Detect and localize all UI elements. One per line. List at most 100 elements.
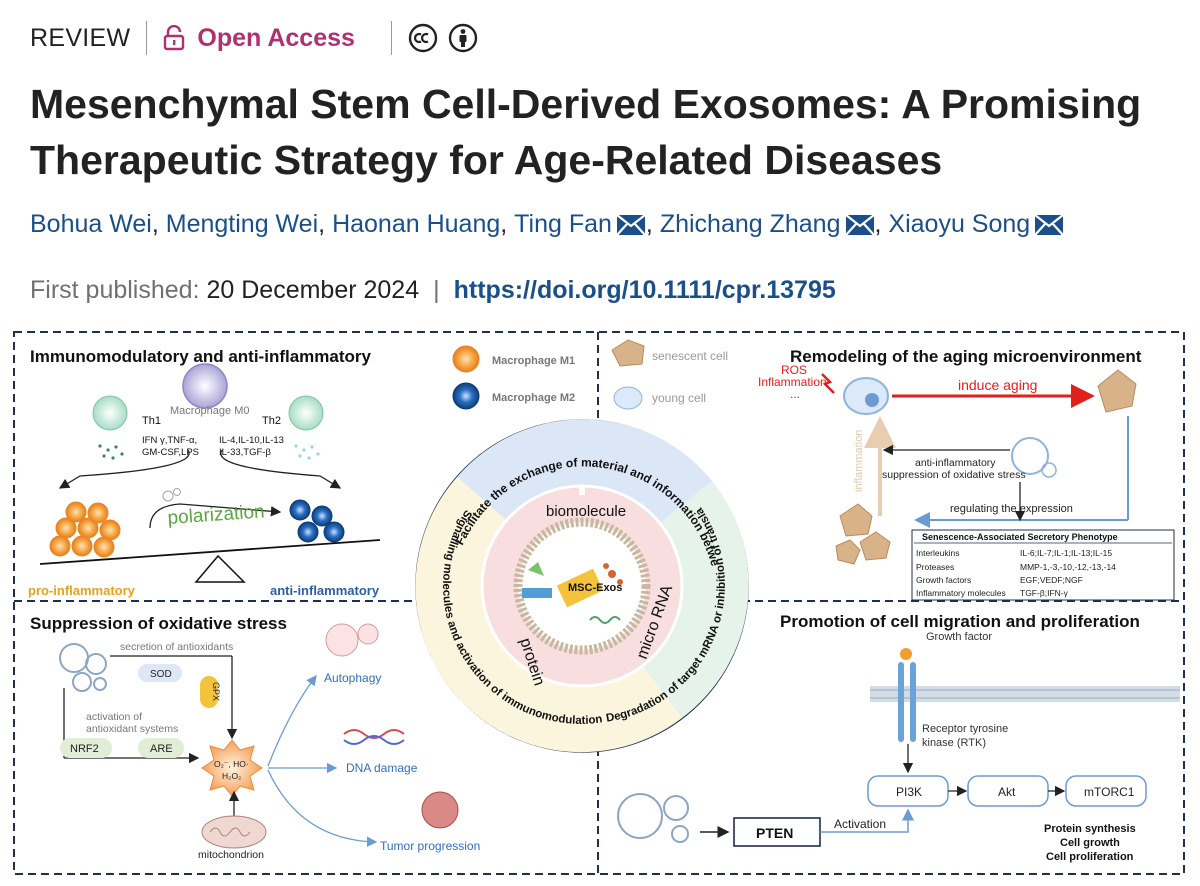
- senescent-cell-icon: [611, 339, 645, 367]
- cell-membrane: [870, 686, 1180, 702]
- sasp-table: [911, 529, 1175, 601]
- autophagy-label: Autophagy: [324, 671, 381, 685]
- lightning-icon: [821, 373, 835, 394]
- th2-label: Th2: [262, 415, 281, 427]
- article-title: Mesenchymal Stem Cell-Derived Exosomes: …: [30, 81, 1142, 183]
- ellipsis-label: ...: [790, 387, 800, 401]
- senescent-cell-cluster: [835, 503, 891, 565]
- exosome-icon: [1011, 437, 1049, 475]
- oxidative-label: suppression of oxidative stress: [882, 469, 1026, 481]
- th2-cytokines-2: IL-33,TGF-β: [219, 447, 271, 458]
- doi-link[interactable]: https://doi.org/10.1111/cpr.13795: [453, 276, 836, 304]
- ros-label: ROS: [781, 363, 807, 377]
- open-access-link[interactable]: Open Access: [197, 23, 355, 52]
- pten-box: [733, 817, 821, 847]
- induce-aging-label: induce aging: [958, 377, 1037, 393]
- sasp-key: Inflammatory molecules: [916, 588, 1006, 598]
- mitochondrion-icon: [201, 815, 267, 849]
- author-link[interactable]: Mengting Wei: [165, 210, 319, 238]
- activation-label: Activation: [834, 817, 886, 831]
- senescent-legend-label: senescent cell: [652, 349, 728, 363]
- m0-label: Macrophage M0: [170, 405, 250, 417]
- exosome-cluster-icon: [59, 643, 107, 692]
- m2-legend-icon: [452, 382, 480, 410]
- author-link[interactable]: Bohua Wei: [30, 210, 152, 238]
- oxidative-title: Suppression of oxidative stress: [30, 614, 287, 633]
- graphical-abstract: Immunomodulatory and anti-inflammatory M…: [0, 320, 1200, 886]
- outcome-1: Protein synthesis: [1044, 823, 1136, 835]
- mtorc1-box: [1065, 775, 1147, 807]
- article-header: REVIEW Open Access Mesenchymal Stem Cell…: [0, 0, 1200, 320]
- dna-icon: [343, 729, 405, 739]
- exosome-cluster-icon-2: [617, 793, 689, 843]
- oxidative-panel: Suppression of oxidative stress secretio…: [30, 614, 480, 861]
- anti-inflammatory-label-2: anti-inflammatory: [915, 457, 996, 469]
- gpx-pill: [200, 676, 218, 708]
- email-icon[interactable]: [844, 213, 875, 236]
- macrophage-m2-cluster: [289, 499, 345, 543]
- ros-species-2: H₂O₂: [222, 771, 241, 781]
- sasp-title: Senescence-Associated Secretory Phenotyp…: [922, 532, 1118, 542]
- sasp-key: Proteases: [916, 562, 954, 572]
- migration-panel: Promotion of cell migration and prolifer…: [617, 612, 1180, 863]
- gpx-label: GPX: [211, 682, 221, 701]
- inflammation-axis-label: inflammation: [853, 430, 865, 492]
- young-legend-label: young cell: [652, 391, 706, 405]
- sod-label: SOD: [150, 669, 172, 680]
- author-link[interactable]: Xiaoyu Song: [888, 210, 1031, 238]
- rtk-receptor-icon: [898, 662, 904, 742]
- m1-legend-icon: [452, 345, 480, 373]
- creative-commons-icon[interactable]: [408, 23, 438, 53]
- attribution-icon[interactable]: [448, 23, 478, 53]
- pten-label: PTEN: [756, 825, 793, 841]
- published-date: 20 December 2024: [206, 276, 420, 304]
- email-icon[interactable]: [616, 213, 646, 236]
- immuno-panel: Immunomodulatory and anti-inflammatory M…: [28, 347, 381, 598]
- migration-title: Promotion of cell migration and prolifer…: [780, 612, 1140, 631]
- divider: [146, 21, 148, 55]
- author-link[interactable]: Haonan Huang: [332, 210, 501, 238]
- mitochondrion-label: mitochondrion: [198, 849, 264, 861]
- th2-cytokines-1: IL-4,IL-10,IL-13: [219, 435, 284, 446]
- th1-cytokines-1: IFN γ,TNF-α,: [142, 435, 197, 446]
- tumor-icon: [421, 791, 459, 829]
- author-link[interactable]: Ting Fan: [514, 210, 612, 238]
- activation-label-1: activation of: [86, 711, 142, 723]
- aging-title: Remodeling of the aging microenvironment: [790, 347, 1142, 366]
- email-icon[interactable]: [1034, 213, 1065, 236]
- are-pill: [138, 738, 184, 758]
- article-type: REVIEW: [30, 23, 131, 52]
- author-link[interactable]: Zhichang Zhang: [659, 210, 841, 238]
- young-cell-icon: [613, 386, 643, 410]
- sasp-value: IL-6;IL-7;IL-1;IL-13;IL-15: [1020, 548, 1112, 558]
- m2-legend-label: Macrophage M2: [492, 392, 575, 404]
- sasp-key: Growth factors: [916, 575, 971, 585]
- th1-cytokines-2: GM-CSF,LPS: [142, 447, 199, 458]
- sasp-value: TGF-β;IFN-γ: [1020, 588, 1069, 598]
- biomolecule-label: biomolecule: [546, 503, 626, 520]
- sod-pill: [138, 664, 182, 682]
- autophagy-icon: [325, 623, 359, 657]
- akt-label: Akt: [998, 785, 1016, 799]
- article-meta-row: REVIEW Open Access: [30, 18, 488, 58]
- are-label: ARE: [150, 743, 173, 755]
- th1-cell-icon: [92, 395, 128, 431]
- growth-factor-icon: [900, 648, 912, 660]
- figure-canvas: Immunomodulatory and anti-inflammatory M…: [0, 320, 1185, 875]
- outcome-2: Cell growth: [1060, 837, 1120, 849]
- cell-legend: senescent cell young cell: [611, 339, 728, 410]
- growth-factor-label: Growth factor: [926, 631, 992, 643]
- mtorc1-label: mTORC1: [1084, 785, 1135, 799]
- author-list: Bohua Wei, Mengting Wei, Haonan Huang, T…: [30, 210, 1065, 239]
- m1-legend-label: Macrophage M1: [492, 355, 575, 367]
- pro-inflammatory-label: pro-inflammatory: [28, 583, 136, 598]
- divider: [390, 21, 392, 55]
- anti-inflammatory-label: anti-inflammatory: [270, 583, 380, 598]
- nrf2-label: NRF2: [70, 743, 99, 755]
- inflammation-label: Inflammation: [758, 375, 827, 389]
- polarization-label: polarization: [167, 501, 265, 529]
- sasp-key: Interleukins: [916, 548, 959, 558]
- nrf2-pill: [60, 738, 112, 758]
- tumor-label: Tumor progression: [380, 839, 480, 853]
- macrophage-legend: Macrophage M1 Macrophage M2: [452, 345, 575, 410]
